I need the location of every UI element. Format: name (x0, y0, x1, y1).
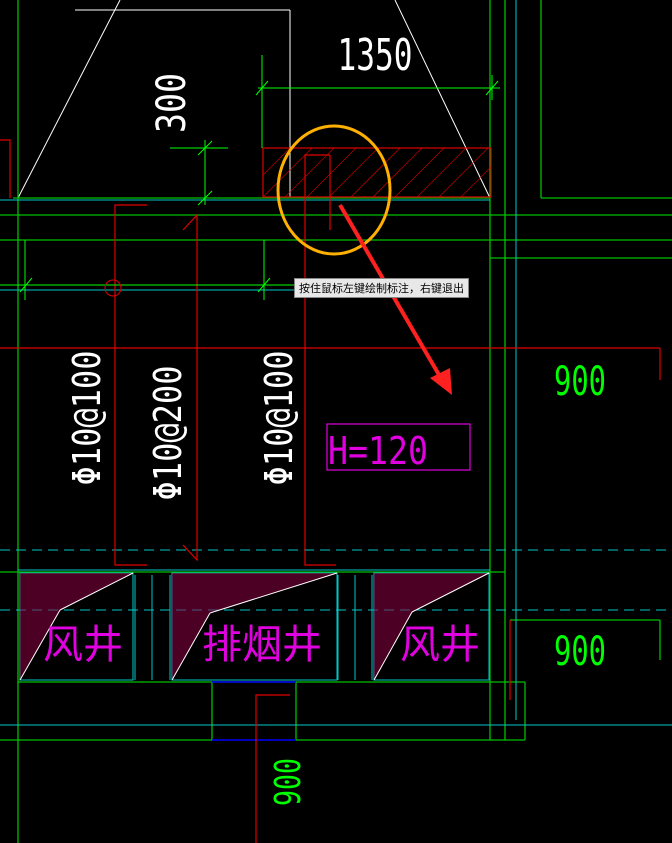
dimension-lines (0, 55, 500, 300)
dimension-900-lower: 900 (554, 629, 606, 675)
axis-lines (0, 0, 672, 726)
shaft-label-left: 风井 (43, 622, 123, 668)
dimension-900-upper: 900 (554, 359, 606, 405)
slab-thickness-box (326, 423, 471, 471)
slab-thickness-label: H=120 (328, 429, 428, 473)
rebar-lines (0, 139, 661, 843)
shaft-label-middle: 排烟井 (202, 622, 322, 668)
dimension-900-bottom: 900 (268, 758, 309, 806)
rebar-label-middle: Φ10@200 (146, 366, 190, 501)
rebar-label-right: Φ10@100 (257, 351, 301, 486)
dimension-300: 300 (149, 73, 195, 133)
beam-section (262, 147, 492, 198)
highlight-ellipse-icon (276, 124, 392, 256)
shaft-hatching (20, 573, 489, 680)
dimension-1350: 1350 (338, 30, 413, 81)
rebar-label-left: Φ10@100 (65, 351, 109, 486)
shaft-label-right: 风井 (400, 622, 480, 668)
drawing-tooltip: 按住鼠标左键绘制标注，右键退出 (294, 278, 469, 298)
shaft-diagonals (19, 572, 490, 681)
white-outline-group (17, 0, 491, 199)
